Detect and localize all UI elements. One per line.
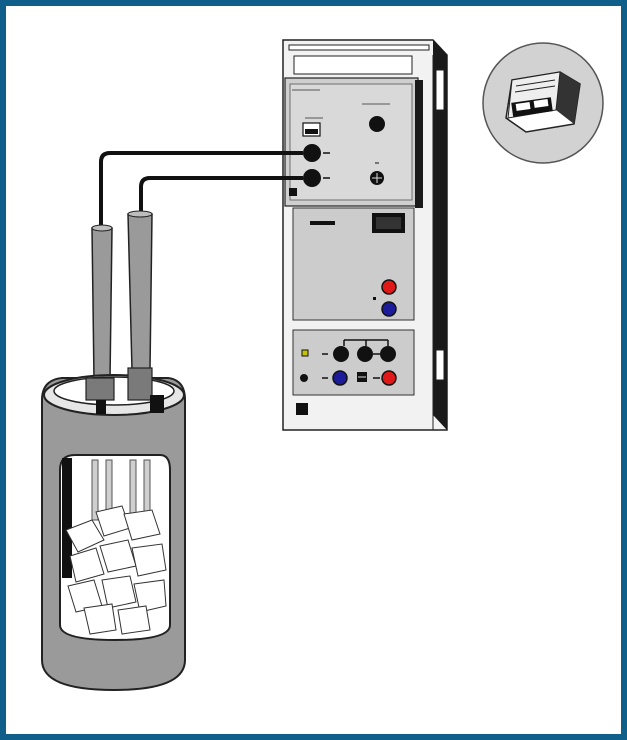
blue-socket — [382, 302, 396, 316]
socket-row1-3 — [380, 346, 396, 362]
input-socket-1 — [303, 144, 321, 162]
module-knob — [369, 116, 385, 132]
blue-socket-2 — [333, 371, 347, 385]
dewar-flask — [42, 368, 185, 690]
socket-row1-2 — [357, 346, 373, 362]
input-socket-2 — [303, 169, 321, 187]
temperature-probe — [92, 211, 152, 380]
status-led — [302, 350, 308, 356]
socket-row1-1 — [333, 346, 349, 362]
red-socket-2 — [382, 371, 396, 385]
measuring-device — [283, 40, 447, 430]
usb-plug-icon — [483, 43, 603, 163]
red-socket — [382, 280, 396, 294]
